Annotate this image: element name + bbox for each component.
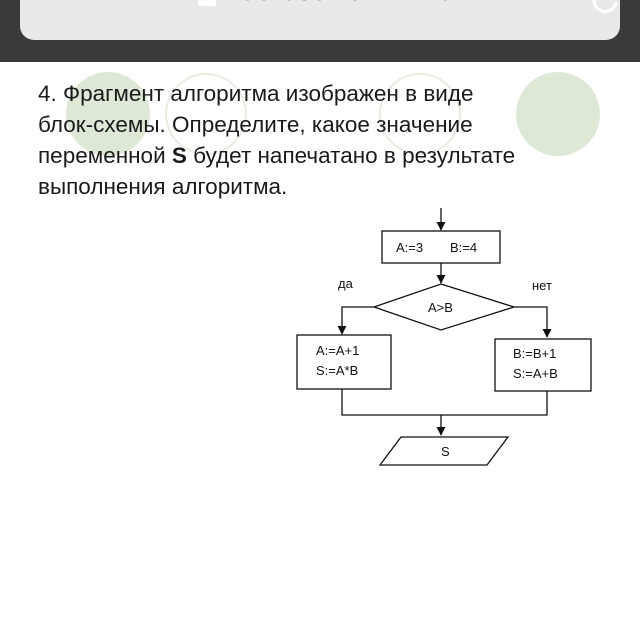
- url-text[interactable]: b6.csdnevnik.ru: [238, 0, 456, 8]
- browser-toolbar: b6.csdnevnik.ru: [0, 0, 640, 62]
- init-b-text: B:=4: [450, 240, 477, 255]
- page-content: 4. Фрагмент алгоритма изображен в виде б…: [0, 62, 640, 640]
- no-line2-text: S:=A+B: [513, 366, 558, 381]
- init-a-text: A:=3: [396, 240, 423, 255]
- yes-branch-line: [337, 306, 374, 335]
- no-label: нет: [532, 278, 552, 293]
- question-text-part: переменной: [38, 143, 172, 168]
- variable-name: S: [171, 143, 187, 168]
- merge-line: [341, 389, 548, 416]
- condition-text: A>B: [428, 300, 453, 315]
- yes-label: да: [338, 276, 354, 291]
- address-bar[interactable]: b6.csdnevnik.ru: [20, 0, 620, 40]
- lock-icon: [198, 0, 216, 6]
- question-line: 4. Фрагмент алгоритма изображен в виде: [38, 81, 474, 106]
- question-text: 4. Фрагмент алгоритма изображен в виде б…: [38, 78, 618, 202]
- yes-line2-text: S:=A*B: [316, 363, 358, 378]
- yes-block: [296, 334, 392, 390]
- flowchart: A:=3 B:=4 A>B да нет A:=A+1 S:=A*B B:=B+…: [296, 208, 592, 466]
- no-block: [494, 338, 592, 392]
- output-text: S: [441, 444, 450, 459]
- question-text-part: будет напечатано в результате: [186, 143, 516, 168]
- init-block: [381, 230, 501, 264]
- condition-diamond: [371, 283, 517, 331]
- no-line1-text: B:=B+1: [513, 346, 556, 361]
- question-line: переменной S будет напечатано в результа…: [38, 140, 618, 171]
- watermark-decoration: [66, 72, 600, 156]
- output-block: [378, 436, 510, 466]
- no-branch-line: [514, 306, 552, 338]
- question-line: блок-схемы. Определите, какое значение: [38, 112, 473, 137]
- reload-icon[interactable]: [588, 0, 622, 14]
- yes-line1-text: A:=A+1: [316, 343, 359, 358]
- question-line: выполнения алгоритма.: [38, 174, 288, 199]
